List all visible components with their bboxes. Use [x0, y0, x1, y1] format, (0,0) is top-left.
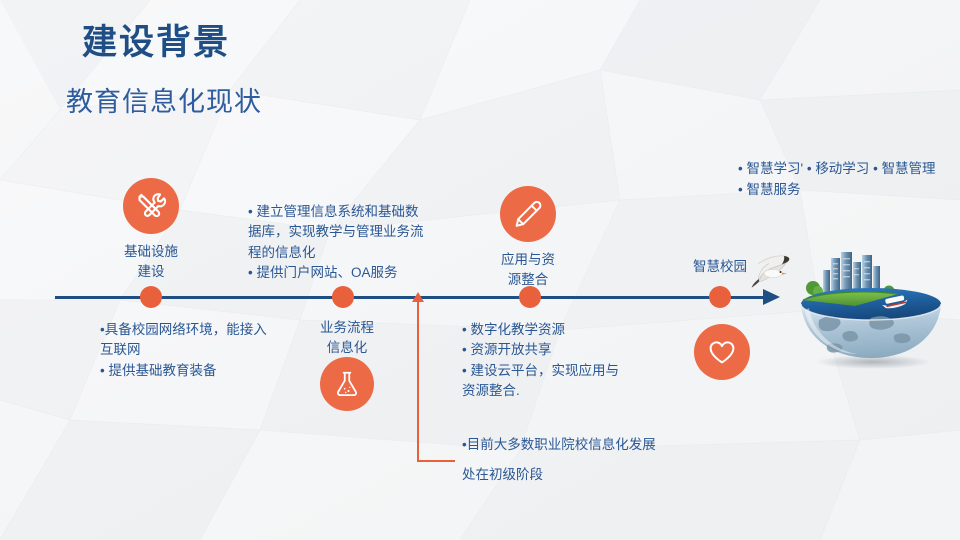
bullet-line: 据库，实现教学与管理业务流: [248, 224, 424, 240]
bullet-line: 智慧学习': [738, 161, 803, 176]
page-title: 建设背景: [82, 23, 231, 62]
page-subtitle: 教育信息化现状: [66, 87, 262, 117]
connector-vertical-line: [417, 302, 419, 462]
pencil-icon[interactable]: [500, 186, 556, 242]
timeline-dot-application-resource[interactable]: [519, 286, 541, 308]
heart-icon[interactable]: [694, 324, 750, 380]
bullet-line: 互联网: [100, 342, 141, 358]
bullet-line: 移动学习: [807, 161, 869, 176]
bullet-line: 资源整合.: [462, 382, 520, 398]
bullet-line: • 资源开放共享: [462, 342, 552, 358]
bullet-line: 程的信息化: [248, 244, 316, 260]
bullet-line: • 建立管理信息系统和基础数: [248, 204, 419, 219]
seagull-image: [751, 255, 790, 288]
bullet-line: • 提供门户网站、OA服务: [248, 264, 398, 280]
node-label-infrastructure: 基础设施 建设: [124, 244, 178, 279]
connector-arrowhead-icon: [412, 292, 424, 302]
bullets-infrastructure: •具备校园网络环境，能接入 互联网 • 提供基础教育装备: [100, 320, 315, 381]
bullet-line: 智慧服务: [738, 182, 800, 197]
footnote-text: •目前大多数职业院校信息化发展 处在初级阶段: [462, 430, 762, 489]
tools-icon[interactable]: [123, 178, 179, 234]
node-label-smart-campus: 智慧校园: [693, 259, 747, 274]
bullets-business-process: • 建立管理信息系统和基础数 据库，实现教学与管理业务流 程的信息化 • 提供门…: [248, 202, 488, 283]
connector-horizontal-line: [417, 460, 455, 462]
footnote-line: 处在初级阶段: [462, 466, 543, 482]
footnote-line: •目前大多数职业院校信息化发展: [462, 437, 656, 452]
timeline-dot-infrastructure[interactable]: [140, 286, 162, 308]
node-label-business-process: 业务流程 信息化: [320, 320, 374, 355]
flask-icon[interactable]: [320, 357, 374, 411]
timeline-dot-business-process[interactable]: [332, 286, 354, 308]
bullets-smart-campus: 智慧学习' 移动学习 智慧管理 智慧服务: [738, 158, 960, 200]
timeline-arrowhead-icon: [763, 289, 780, 305]
bullet-line: 智慧管理: [873, 161, 935, 176]
bullets-resource: • 数字化教学资源 • 资源开放共享 • 建设云平台，实现应用与 资源整合.: [462, 320, 702, 401]
bullet-line: • 建设云平台，实现应用与: [462, 362, 619, 378]
timeline-dot-smart-campus[interactable]: [709, 286, 731, 308]
node-label-application-resource: 应用与资 源整合: [501, 252, 555, 287]
bullet-line: • 数字化教学资源: [462, 322, 565, 337]
bullet-line: • 提供基础教育装备: [100, 362, 217, 378]
smart-campus-globe-image: [800, 252, 942, 369]
bullet-line: •具备校园网络环境，能接入: [100, 322, 267, 337]
